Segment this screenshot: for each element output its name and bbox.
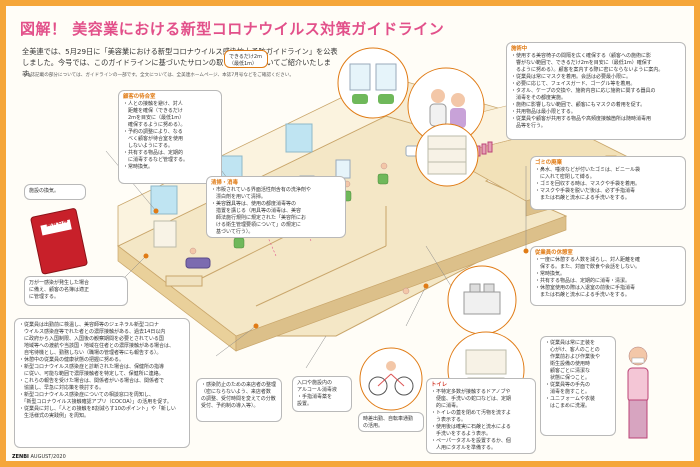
footer: ZENBI AUGUST/2020 — [12, 454, 66, 460]
treatment-box: 施術中 ・使用する美容椅子の間隔を広く確保する（顧客への施術に影 響がない範囲で… — [506, 42, 686, 140]
counter-box: 顧客の待合室 ・人との接触を避け、対人 距離を確保（できるだけ 2mを目安に（最… — [118, 90, 222, 184]
staff-health-box: ・従業員は出勤前に検温し、美容師等のジェネラル新型コロナ ウイルス感染症等でれた… — [14, 318, 190, 448]
staff-illustration-circle — [407, 67, 485, 145]
entrance-disinfect-box: 入口や施設内の アルコール消毒液 ・手指消毒薬を 設置。 — [292, 376, 352, 412]
footer-brand: ZENBI — [12, 454, 29, 460]
staffroom-box: 従業員の休憩室 ・一度に休憩する人数を減らし、対人距離を確 保する。また、対面で… — [530, 246, 686, 306]
guideline-page: 図解！ 美容業における新型コロナウイルス対策ガイドライン 全美連では、5月29日… — [6, 6, 694, 461]
visitor-management-box: ・感染防止のための来店者の整理 （密にならないよう、来店者数 の調整、受付時間を… — [196, 378, 282, 422]
shelf-illustration-circle — [415, 123, 479, 187]
ventilation-box: 施設の換気。 — [24, 184, 86, 200]
register-book-illustration — [30, 208, 88, 275]
customer-register-box: 万が一感染が発生した場合 に備え、顧客の名簿は適正 に管理する。 — [24, 276, 128, 306]
trash-illustration-circle — [447, 265, 517, 335]
commute-box: 時差出勤、自転車通勤 の活用。 — [358, 412, 424, 432]
page-title: 図解！ 美容業における新型コロナウイルス対策ガイドライン — [20, 20, 445, 38]
footer-issue: AUGUST/2020 — [30, 454, 66, 460]
uniform-hygiene-box: ・従業員は常に正装を 心がけ、客人のことの 作業前および作業後や 衛生設備の使用… — [540, 336, 616, 436]
cleaning-box: 清掃・消毒 ・市販されている界面活性剤含有の洗浄剤や 漂白剤を用いて清掃。 ・美… — [206, 176, 346, 238]
mirror-illustration-circle — [337, 47, 409, 119]
lead-paragraph: 全美連では、5月29日に「美容業における新型コロナウイルス感染拡大予防ガイドライ… — [22, 47, 338, 78]
trash-box: ゴミの廃棄 ・鼻水、唾液などが付いたゴミは、ビニール袋 に入れて密閉して縛る。 … — [530, 156, 686, 210]
seat-distance-label: できるだけ2m （最低1m） — [224, 50, 268, 68]
toilet-box: トイレ ・不特定多数が接触するドアノブや 便座、手洗いの蛇口などは、定期 的に消… — [426, 378, 536, 454]
bicycle-illustration-circle — [359, 347, 423, 411]
masked-staff-figure — [627, 346, 649, 439]
footnote: ※本誌記載の部分については、ガイドラインの一部です。全文については、全美連ホーム… — [22, 73, 294, 78]
